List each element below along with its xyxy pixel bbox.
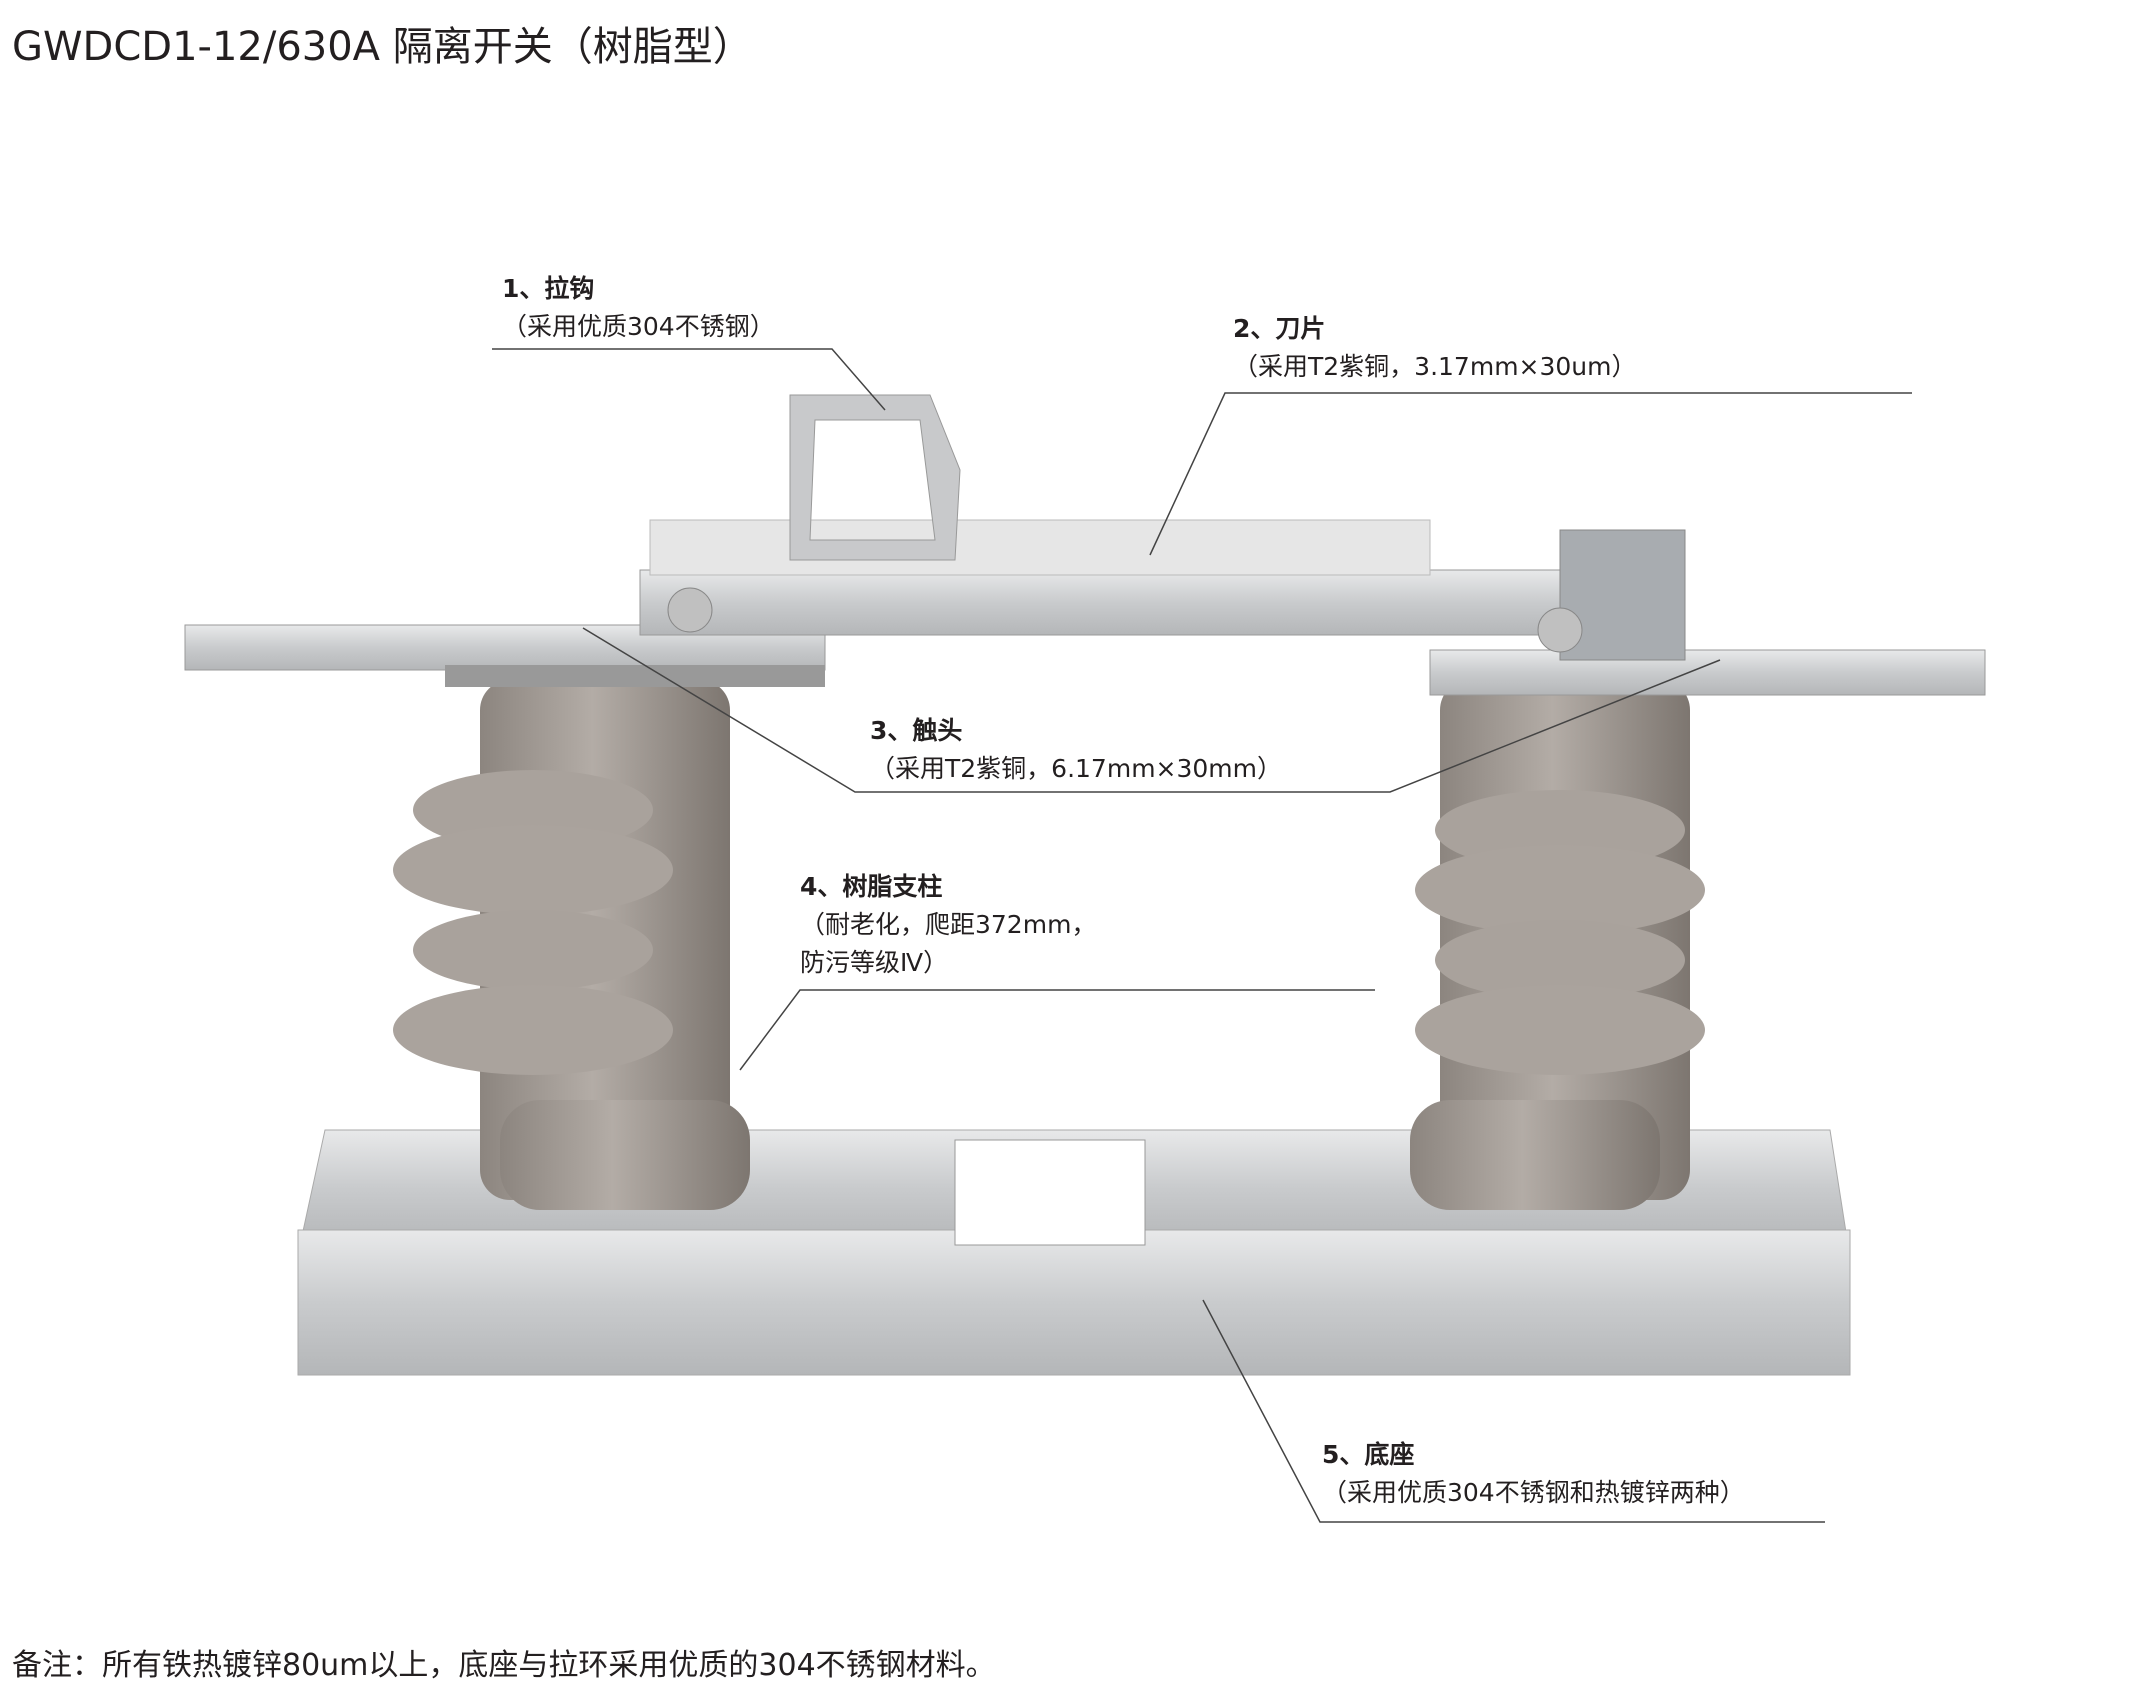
callout-heading: 1、拉钩 — [502, 274, 595, 303]
callout-desc: （采用优质304不锈钢和热镀锌两种） — [1322, 1478, 1745, 1507]
callout-desc: （采用T2紫铜，3.17mm×30um） — [1233, 352, 1637, 381]
callout-blade: 2、刀片 （采用T2紫铜，3.17mm×30um） — [1233, 310, 1637, 386]
callout-resin-post: 4、树脂支柱 （耐老化，爬距372mm， 防污等级Ⅳ） — [800, 868, 1096, 982]
callout-heading: 3、触头 — [870, 716, 963, 745]
callout-heading: 2、刀片 — [1233, 314, 1326, 343]
footnote: 备注：所有铁热镀锌80um以上，底座与拉环采用优质的304不锈钢材料。 — [12, 1648, 996, 1683]
callout-desc: （采用优质304不锈钢） — [502, 312, 775, 341]
blade — [639, 569, 1591, 636]
callout-heading: 5、底座 — [1322, 1440, 1415, 1469]
callout-pull-hook: 1、拉钩 （采用优质304不锈钢） — [502, 270, 775, 346]
callout-desc: （采用T2紫铜，6.17mm×30mm） — [870, 754, 1283, 783]
page-title: GWDCD1-12/630A 隔离开关（树脂型） — [12, 24, 753, 70]
nameplate — [954, 1139, 1146, 1246]
callout-base: 5、底座 （采用优质304不锈钢和热镀锌两种） — [1322, 1436, 1745, 1512]
pull-hook — [789, 394, 961, 561]
leader-lines — [492, 348, 1912, 1523]
callout-contact: 3、触头 （采用T2紫铜，6.17mm×30mm） — [870, 712, 1282, 788]
insulator-left — [393, 680, 750, 1210]
callout-desc: 防污等级Ⅳ） — [800, 948, 949, 977]
callout-desc: （耐老化，爬距372mm， — [800, 910, 1097, 939]
insulator-right — [1410, 680, 1705, 1210]
callout-heading: 4、树脂支柱 — [800, 872, 943, 901]
terminal-right — [1429, 649, 1986, 696]
